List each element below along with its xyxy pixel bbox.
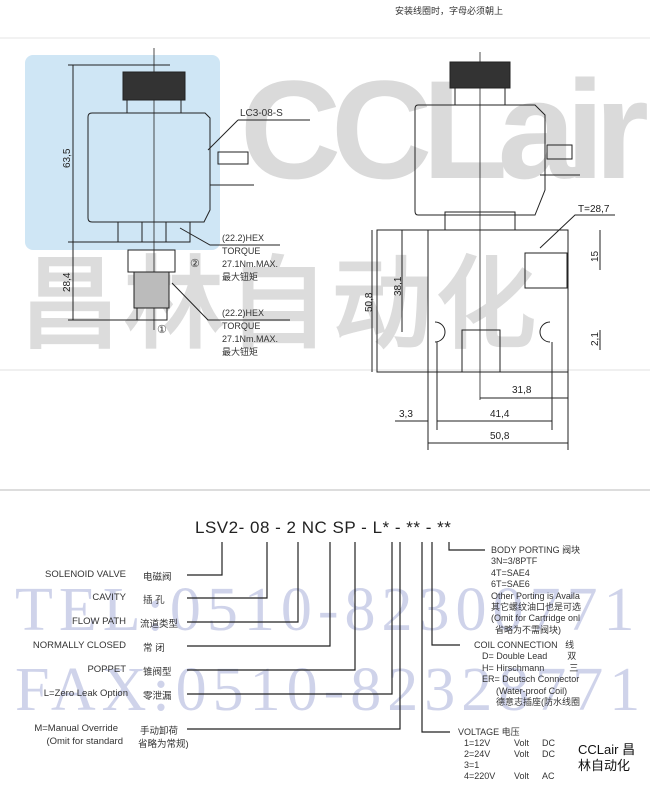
- legend-en: SOLENOID VALVE: [45, 569, 126, 580]
- coil-connection-legend: COIL CONNECTION 线 D= Double Lead 双 H= Hi…: [474, 640, 580, 708]
- legend-en: CAVITY: [92, 592, 126, 603]
- torque-cn: 最大钮矩: [222, 272, 259, 282]
- legend-cn: 锥阀型: [143, 667, 172, 678]
- model-code: LSV2- 08 - 2 NC SP - L* - ** - **: [195, 518, 451, 538]
- legend-line: 省略为不需阀块): [495, 624, 561, 635]
- voltage-unit: Volt: [514, 738, 530, 748]
- code-nc: NC: [301, 518, 328, 537]
- legend-line: 4T=SAE4: [491, 567, 530, 578]
- legend-cn: 省略为常规): [138, 739, 189, 750]
- code-options: L*: [372, 518, 390, 537]
- legend-en: POPPET: [87, 664, 126, 675]
- code-poppet: SP: [332, 518, 356, 537]
- code-sep: -: [394, 518, 402, 537]
- code-voltage-coil: **: [406, 518, 421, 537]
- legend-line: 德意志插座(防水线圈: [496, 697, 580, 708]
- legend-en: FLOW PATH: [71, 616, 126, 627]
- hex-size: (22.2)HEX: [222, 233, 265, 243]
- thickness-label: T=28,7: [578, 204, 610, 215]
- legend-line: D= Double Lead 双: [482, 651, 577, 662]
- dim-41-4: 41,4: [490, 409, 510, 420]
- torque-label: TORQUE: [222, 321, 261, 331]
- legend-cn: 零泄漏: [143, 691, 172, 702]
- caption: 安装线圈时，字母必须朝上: [395, 6, 504, 16]
- legend-title: VOLTAGE 电压: [458, 727, 520, 737]
- watermark-logo-text: CCLair: [240, 51, 649, 208]
- watermark-tel: TEL:0510-82300771: [15, 576, 641, 644]
- legend-en: (Omit for standard: [46, 736, 123, 747]
- code-sep: -: [275, 518, 282, 537]
- legend-title: COIL CONNECTION 线: [474, 640, 575, 650]
- legend-line: (Water-proof Coil): [496, 685, 568, 696]
- code-flow: 2: [286, 518, 297, 537]
- legend-line: ER= Deutsch Connector: [482, 674, 580, 685]
- legend-cn: 手动卸荷: [140, 726, 179, 737]
- voltage-type: DC: [542, 749, 555, 759]
- legend-en: L=Zero Leak Option: [43, 688, 128, 699]
- dim-31-8: 31,8: [512, 385, 532, 396]
- legend-cn: 电磁阀: [143, 572, 172, 583]
- hex-size: (22.2)HEX: [222, 308, 265, 318]
- voltage-code: 3=1: [464, 760, 480, 770]
- legend-title: BODY PORTING 阀块: [491, 545, 581, 555]
- legend-en: M=Manual Override: [34, 723, 118, 734]
- torque-cn: 最大钮矩: [222, 347, 259, 357]
- torque-value: 27.1Nm.MAX.: [222, 334, 279, 344]
- voltage-code: 4=220V: [464, 771, 496, 781]
- torque-value: 27.1Nm.MAX.: [222, 259, 279, 269]
- watermark-fax: FAX:0510-82328771: [15, 656, 647, 724]
- voltage-unit: Volt: [514, 771, 530, 781]
- body-porting-legend: BODY PORTING 阀块 3N=3/8PTF 4T=SAE4 6T=SAE…: [491, 545, 581, 636]
- voltage-unit: [514, 760, 542, 771]
- voltage-code: 2=24V: [464, 749, 491, 759]
- port-1: ①: [157, 324, 167, 336]
- dim-50-8-horizontal: 50,8: [490, 431, 510, 442]
- code-cavity: 08: [249, 518, 270, 537]
- voltage-unit: Volt: [514, 749, 530, 759]
- legend-cn: 常 闭: [143, 643, 165, 654]
- port-2: ②: [190, 258, 200, 270]
- voltage-code: 1=12V: [464, 738, 491, 748]
- voltage-type: DC: [542, 738, 555, 748]
- code-porting: **: [437, 518, 452, 537]
- hex-note-2: (22.2)HEX TORQUE 27.1Nm.MAX. 最大钮矩: [222, 308, 278, 358]
- legend-line: Other Porting is Availa: [491, 590, 580, 601]
- legend-line: 其它螺纹油口也是可选: [491, 602, 582, 613]
- legend-line: 3N=3/8PTF: [491, 556, 538, 567]
- part-label: LC3-08-S: [240, 108, 283, 119]
- torque-label: TORQUE: [222, 246, 261, 256]
- code-sep: -: [361, 518, 368, 537]
- voltage-type: AC: [542, 771, 555, 781]
- legend-line: 6T=SAE6: [491, 579, 530, 590]
- legend-cn: 流道类型: [140, 619, 179, 630]
- legend-cn: 插 孔: [143, 595, 165, 606]
- watermark-logo-cn: 昌林自动化: [20, 249, 540, 361]
- code-sep: -: [425, 518, 432, 537]
- legend-en: NORMALLY CLOSED: [32, 640, 126, 651]
- brand-label: CCLair 昌林自动化: [578, 742, 636, 773]
- legend-line: (Omit for Cartridge onl: [491, 613, 581, 624]
- legend-line: H= Hirschmann 三: [482, 662, 579, 673]
- code-series: LSV2-: [195, 518, 245, 537]
- dim-3-3: 3,3: [399, 409, 413, 420]
- hex-note-1: (22.2)HEX TORQUE 27.1Nm.MAX. 最大钮矩: [222, 233, 278, 283]
